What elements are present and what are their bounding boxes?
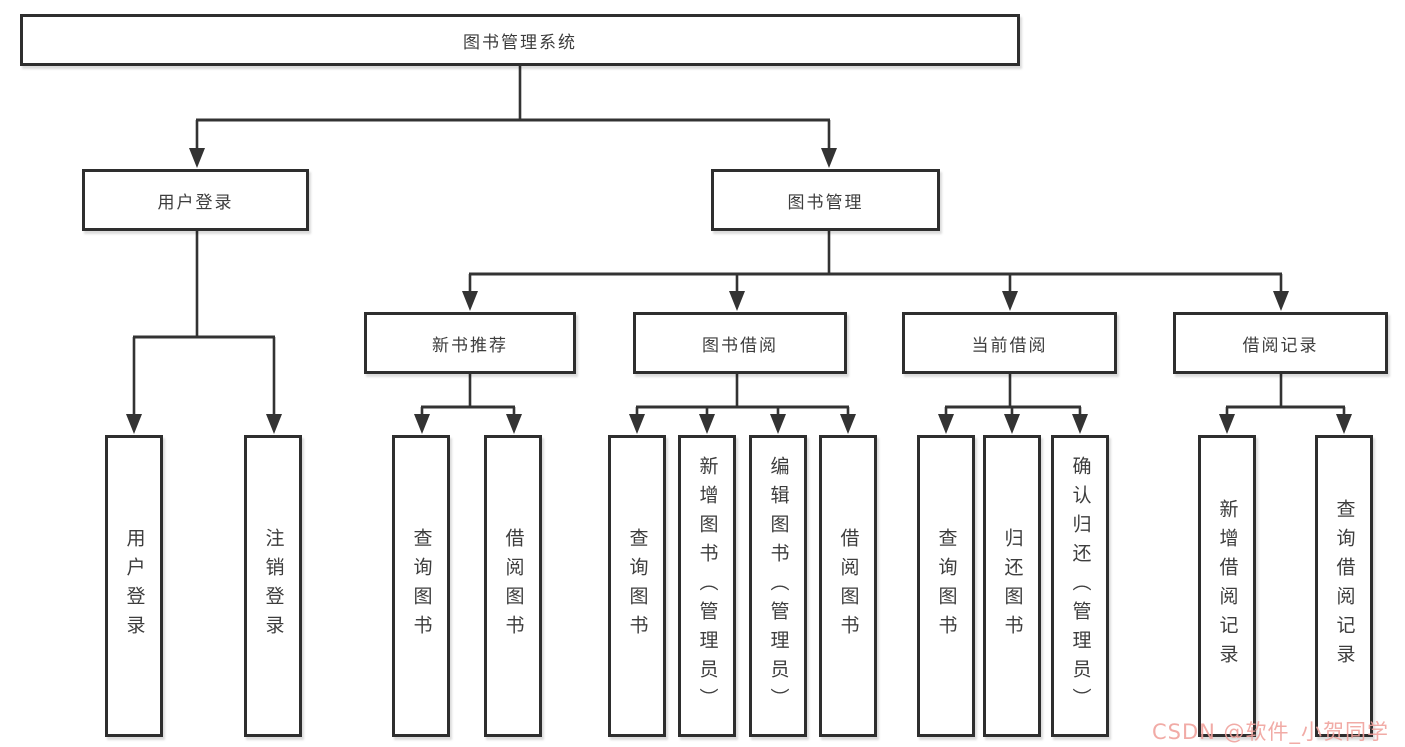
leaf-borrow-books-borrowing: 借阅图书 [819, 435, 877, 737]
leaf-confirm-return-admin: 确认归还（管理员） [1051, 435, 1109, 737]
node-book-management: 图书管理 [711, 169, 940, 231]
leaf-search-books-current: 查询图书 [917, 435, 975, 737]
leaf-add-borrow-record: 新增借阅记录 [1198, 435, 1256, 737]
leaf-edit-books-admin: 编辑图书（管理员） [749, 435, 807, 737]
leaf-return-books: 归还图书 [983, 435, 1041, 737]
node-current-borrowing: 当前借阅 [902, 312, 1117, 374]
node-new-book-recommendation: 新书推荐 [364, 312, 576, 374]
node-root: 图书管理系统 [20, 14, 1020, 66]
leaf-add-books-admin: 新增图书（管理员） [678, 435, 736, 737]
leaf-search-books-borrowing: 查询图书 [608, 435, 666, 737]
watermark-text: CSDN @软件_小贺同学 [1152, 720, 1390, 744]
node-book-borrowing: 图书借阅 [633, 312, 847, 374]
leaf-search-borrow-record: 查询借阅记录 [1315, 435, 1373, 737]
leaf-borrow-books-recommend: 借阅图书 [484, 435, 542, 737]
leaf-user-login: 用户登录 [105, 435, 163, 737]
leaf-search-books-recommend: 查询图书 [392, 435, 450, 737]
leaf-logout: 注销登录 [244, 435, 302, 737]
node-borrow-records: 借阅记录 [1173, 312, 1388, 374]
node-user-login: 用户登录 [82, 169, 309, 231]
